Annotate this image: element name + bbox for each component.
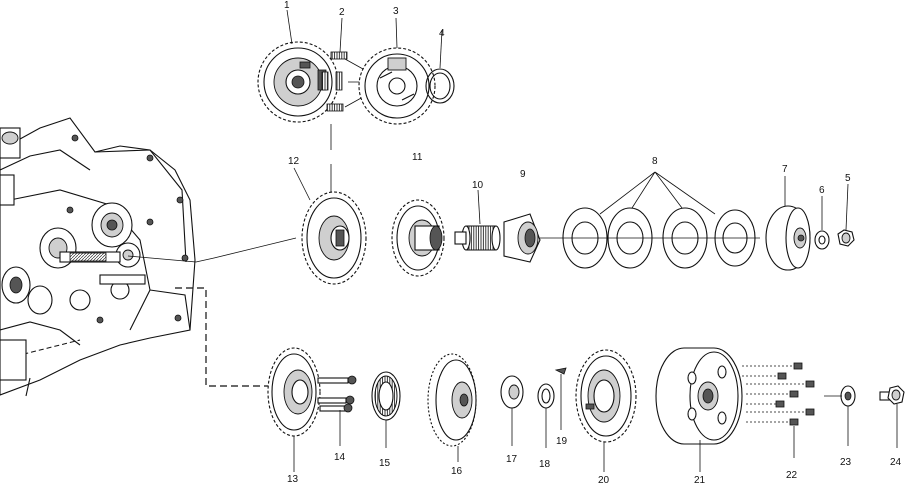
callout-13: 13 bbox=[287, 474, 299, 484]
part-12-gear bbox=[301, 191, 367, 285]
callout-21: 21 bbox=[694, 475, 706, 484]
callout-labels: 1 2 3 4 5 6 7 8 9 10 11 12 13 14 15 16 1… bbox=[284, 0, 902, 484]
part-3-gear bbox=[358, 47, 436, 125]
part-19-key bbox=[554, 367, 567, 430]
part-20-gear bbox=[575, 349, 637, 443]
part-11-gear bbox=[391, 199, 445, 277]
callout-16: 16 bbox=[451, 466, 463, 477]
part-2-pins bbox=[321, 51, 373, 112]
callout-5: 5 bbox=[845, 173, 851, 184]
transmission-case bbox=[0, 117, 196, 397]
callout-9: 9 bbox=[520, 169, 526, 180]
callout-17: 17 bbox=[506, 454, 518, 465]
callout-11: 11 bbox=[412, 152, 423, 163]
part-17-washer bbox=[500, 375, 524, 446]
part-10-needle-bearing bbox=[454, 225, 501, 251]
callout-19: 19 bbox=[556, 436, 568, 447]
part-6-washer bbox=[814, 230, 830, 250]
part-18-ring bbox=[537, 383, 555, 448]
callout-3: 3 bbox=[393, 6, 399, 17]
callout-8: 8 bbox=[652, 156, 658, 167]
callout-22: 22 bbox=[786, 470, 798, 481]
part-21-drum bbox=[655, 347, 743, 472]
callout-14: 14 bbox=[334, 452, 346, 463]
part-5-nut bbox=[837, 229, 855, 247]
part-22-bolts bbox=[742, 362, 815, 458]
callout-6: 6 bbox=[819, 185, 825, 196]
part-15-bearing bbox=[371, 371, 401, 448]
callout-leaders bbox=[286, 9, 849, 472]
part-13-gear bbox=[267, 347, 321, 437]
part-16-gear bbox=[427, 353, 477, 447]
part-8-clutch-discs bbox=[540, 171, 760, 269]
callout-2: 2 bbox=[339, 7, 345, 18]
callout-1: 1 bbox=[284, 0, 290, 11]
part-7-pressure-plate bbox=[765, 205, 811, 271]
callout-12: 12 bbox=[288, 156, 300, 167]
callout-20: 20 bbox=[598, 475, 610, 484]
callout-23: 23 bbox=[840, 457, 852, 468]
part-23-washer bbox=[824, 385, 856, 446]
part-24-nut bbox=[879, 385, 905, 448]
callout-4: 4 bbox=[439, 28, 445, 39]
callout-15: 15 bbox=[379, 458, 391, 469]
part-14-pins bbox=[317, 375, 357, 446]
callout-18: 18 bbox=[539, 459, 551, 470]
part-1-gear-assembly bbox=[257, 41, 339, 123]
callout-7: 7 bbox=[782, 164, 788, 175]
part-4-snap-ring bbox=[425, 68, 455, 104]
callout-24: 24 bbox=[890, 457, 902, 468]
callout-10: 10 bbox=[472, 180, 484, 191]
part-9-hub bbox=[503, 213, 541, 263]
